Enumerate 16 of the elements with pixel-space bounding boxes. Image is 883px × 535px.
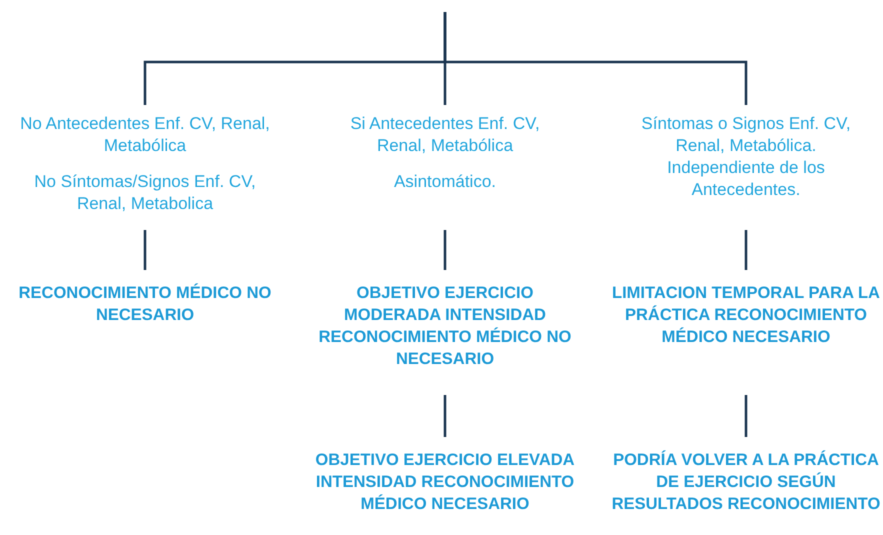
condition-text: Si Antecedentes Enf. CV, Renal, Metabólica	[349, 113, 541, 157]
connector-line	[444, 230, 446, 270]
condition-text: Síntomas o Signos Enf. CV, Renal, Metabólica. Independiente de los Antecedentes.	[640, 113, 852, 201]
condition-text: Asintomático.	[392, 171, 498, 193]
connector-line	[444, 395, 446, 437]
outcome-text: LIMITACION TEMPORAL PARA LA PRÁCTICA RECONOCIMIENTO MÉDICO NECESARIO	[611, 283, 881, 348]
outcome-text: OBJETIVO EJERCICIO ELEVADA INTENSIDAD RECONOCIMIENTO MÉDICO NECESARIO	[314, 450, 576, 515]
outcome-text: RECONOCIMIENTO MÉDICO NO NECESARIO	[18, 282, 272, 326]
condition-text: No Síntomas/Signos Enf. CV, Renal, Metabolica	[33, 171, 257, 215]
outcome-text: OBJETIVO EJERCICIO MODERADA INTENSIDAD RECONOCIMIENTO MÉDICO NO NECESARIO	[318, 283, 572, 370]
outcome-text: PODRÍA VOLVER A LA PRÁCTICA DE EJERCICIO SEGÚN RESULTADOS RECONOCIMIENTO	[610, 449, 882, 515]
connector-line	[744, 230, 748, 270]
connector-line	[444, 12, 748, 105]
connector-line	[144, 230, 146, 270]
condition-text: No Antecedentes Enf. CV, Renal, Metabólica	[19, 113, 271, 157]
connector-line	[744, 395, 748, 437]
